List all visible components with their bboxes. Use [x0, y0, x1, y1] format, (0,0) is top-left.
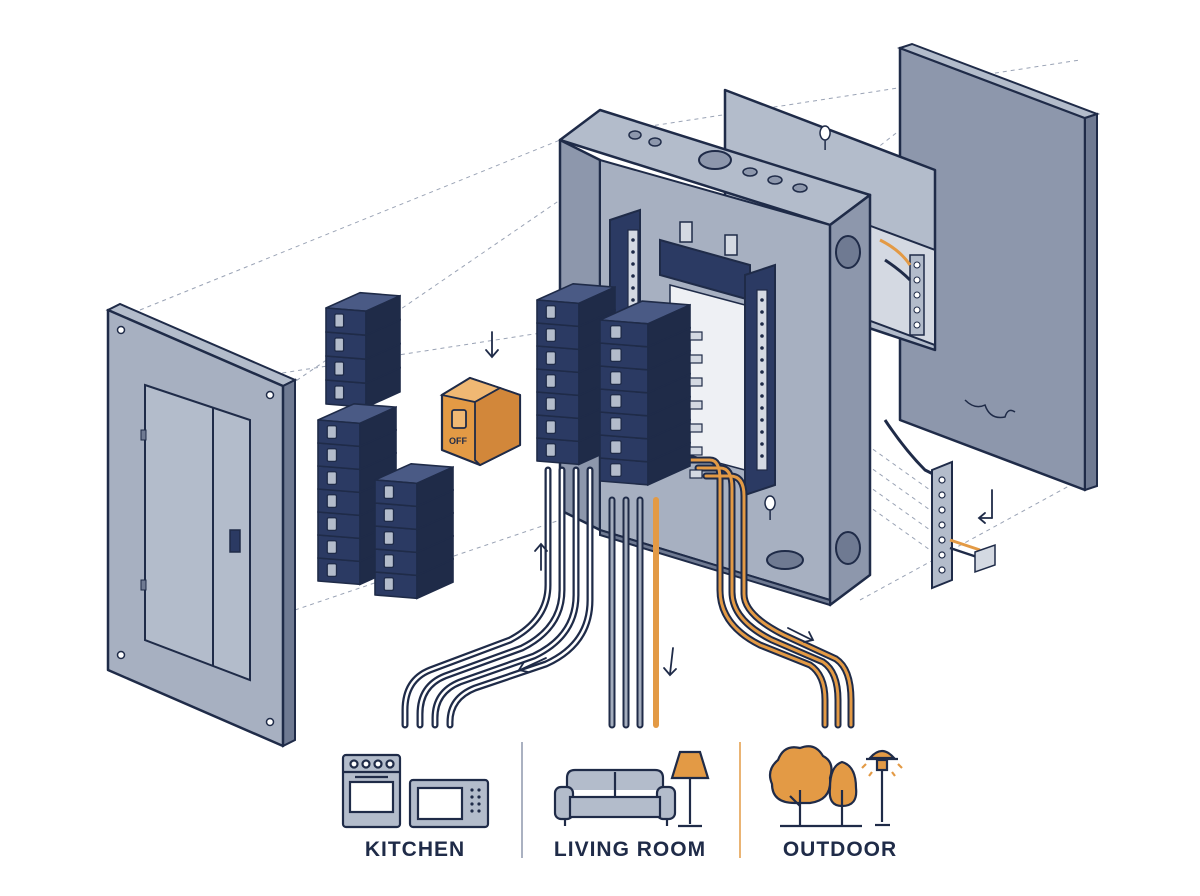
breaker-switch [334, 385, 345, 400]
breaker-switch [326, 540, 338, 555]
breaker-switch [334, 313, 345, 328]
sofa-icon [553, 768, 677, 826]
breaker-switch [383, 531, 395, 546]
breaker-clip [689, 400, 703, 410]
installed-breakers-left [536, 282, 616, 466]
outdoor-wire-bundle [686, 456, 855, 729]
breaker-switch [609, 417, 622, 432]
kitchen-wire-bundle [401, 466, 594, 729]
breaker-switch [545, 328, 557, 343]
ground-bar [931, 460, 996, 590]
breaker-clip [689, 446, 703, 456]
breaker-switch [545, 305, 557, 320]
breaker-switch [326, 448, 338, 463]
breaker-switch [326, 471, 338, 486]
highlighted-breaker[interactable]: OFF [439, 376, 522, 467]
floor-lamp-icon [670, 750, 710, 828]
living-room-wire-bundle [608, 496, 659, 729]
breaker-module [325, 291, 401, 337]
microwave-icon [408, 778, 490, 829]
breaker-switch [383, 485, 395, 500]
room-label-kitchen: KITCHEN [364, 838, 466, 861]
arrow-living [663, 647, 677, 677]
breaker-switch [326, 494, 338, 509]
side-terminal-block [867, 223, 946, 482]
breaker-switch [609, 371, 622, 386]
front-door-cover [105, 302, 298, 748]
breaker-module [317, 402, 397, 448]
breaker-switch [383, 577, 395, 592]
breaker-off-label: OFF [449, 436, 467, 446]
breaker-switch [545, 420, 557, 435]
breaker-switch [609, 463, 622, 478]
breaker-switch [383, 508, 395, 523]
breaker-switch [326, 425, 338, 440]
breaker-switch [383, 554, 395, 569]
tree-icon [768, 745, 862, 828]
installed-breakers-right [599, 300, 703, 487]
arrow-up-wires [534, 542, 548, 571]
breaker-module [536, 282, 616, 328]
breaker-switch [545, 374, 557, 389]
breaker-clip [689, 354, 703, 364]
arrow-ground [977, 489, 993, 524]
breaker-switch [545, 397, 557, 412]
breaker-switch [545, 351, 557, 366]
room-label-living-room: LIVING ROOM [553, 838, 707, 861]
breaker-switch [326, 517, 338, 532]
breaker-switch [334, 337, 345, 352]
direction-arrows [485, 331, 993, 677]
arrow-kitchen [517, 657, 547, 673]
breaker-switch [609, 394, 622, 409]
breaker-clip [689, 377, 703, 387]
room-label-outdoor: OUTDOOR [782, 838, 898, 861]
breaker-switch [545, 443, 557, 458]
loose-breakers-middle-stack [317, 402, 397, 586]
arrow-outdoor [787, 627, 815, 643]
stove-icon [341, 753, 402, 829]
loose-breakers-lower-stack [374, 462, 454, 600]
breaker-switch [334, 361, 345, 376]
breaker-switch [609, 440, 622, 455]
breaker-module [374, 462, 454, 508]
rear-cover-plate [897, 42, 1100, 492]
breaker-switch [609, 325, 622, 340]
breaker-switch [326, 563, 338, 578]
street-lamp-icon [861, 749, 903, 827]
arrow-down-breaker [485, 331, 499, 359]
breaker-clip [689, 331, 703, 341]
breaker-switch [609, 348, 622, 363]
breaker-clip [689, 469, 703, 479]
loose-breakers-top-stack [325, 291, 401, 409]
breaker-clip [689, 423, 703, 433]
breaker-module [599, 300, 691, 349]
